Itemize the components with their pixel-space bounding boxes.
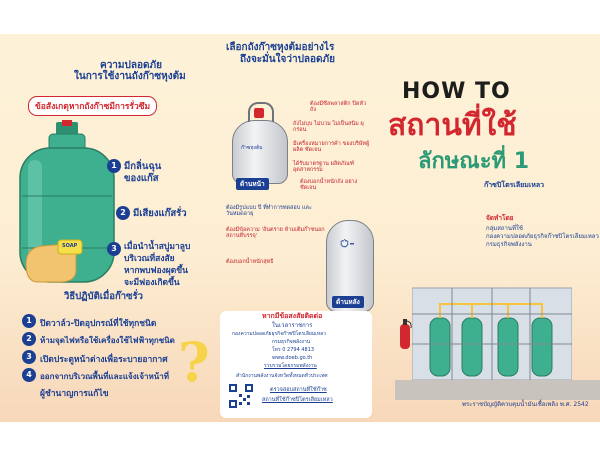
back-tag: ด้านหลัง <box>332 296 364 308</box>
main-title: สถานที่ใช้ <box>388 108 517 143</box>
note-3: มีเครื่องหมายการค้า ของบริษัทผู้ผลิต ชัด… <box>293 141 370 153</box>
contact-line-2: กรมธุรกิจพลังงาน <box>272 339 311 345</box>
note-5: ต้องบอกน้ำหนักถัง อย่างชัดเจน <box>300 179 358 191</box>
contact-heading: หากมีข้อสงสัยติดต่อ <box>262 312 323 320</box>
leak-item-2-number: 2 <box>116 206 130 220</box>
middle-title-line1: เลือกถังก๊าซหุงต้มอย่างไร <box>226 42 335 53</box>
step-3-text: เปิดประตูหน้าต่างเพื่อระบายอากาศ <box>40 355 168 365</box>
front-tank-illustration <box>232 120 288 184</box>
infographic-poster: ความปลอดภัย ในการใช้งานถังก๊าซหุงต้ม ข้อ… <box>0 34 600 422</box>
back-tank-mark: ꩽ <box>340 235 356 251</box>
steps-title: วิธีปฏิบัติเมื่อก๊าซรั่ว <box>64 291 143 302</box>
note-2: ถังไม่บุบ ไม่บวม ไม่เป็นสนิม ผุกร่อน <box>293 121 364 133</box>
gas-storage-cage-illustration <box>412 287 572 381</box>
step-1-text: ปิดวาล์ว-ปิดอุปกรณ์ที่ใช้ทุกชนิด <box>40 319 157 329</box>
left-title-line1: ความปลอดภัย <box>100 60 162 71</box>
note-back-2: ต้องมีข้อความ 'อันตราย ห้ามเติมก๊าซนอกสถ… <box>226 227 325 239</box>
by-line-3: กรมธุรกิจพลังงาน <box>486 241 532 248</box>
step-1-number: 1 <box>22 314 36 328</box>
note-back-3: ต้องบอกน้ำหนักสุทธิ <box>226 259 274 265</box>
soap-label: SOAP <box>62 243 78 249</box>
leak-item-1-line1: มีกลิ่นฉุน <box>124 161 162 172</box>
tank-seal <box>254 108 264 118</box>
contact-hours: ในเวลาราชการ <box>272 322 313 329</box>
leak-item-3-line1: เมื่อนำน้ำสบู่มาลูบ <box>124 242 191 252</box>
question-mark-decoration: ? <box>178 330 210 394</box>
front-tank-brand: ก๊าซหุงต้ม <box>241 145 263 151</box>
contact-line-4: www.doeb.go.th <box>272 355 313 361</box>
leak-item-3-line2: บริเวณที่สงสัย <box>124 254 175 264</box>
leak-item-2-line1: มีเสียงแก๊สรั่ว <box>133 208 187 219</box>
hand-soap-icon <box>25 239 83 283</box>
contact-line-3: โทร 0 2794 4813 <box>272 347 315 353</box>
howto-heading: HOW TO <box>402 79 511 104</box>
caption: ก๊าซปิโตรเลียมเหลว <box>484 181 545 189</box>
step-4-number: 4 <box>22 368 36 382</box>
by-line-1: กลุ่มสถานที่ใช้ <box>486 225 523 232</box>
tank-valve <box>248 102 274 122</box>
law-reference: พระราชบัญญัติควบคุมน้ำมันเชื้อเพลิง พ.ศ.… <box>462 401 589 408</box>
leak-signs-pill: ข้อสังเกตุหากถังก๊าซมีการรั่วซึม <box>28 96 158 116</box>
leak-item-1-line2: ของแก๊ส <box>124 173 159 184</box>
ground-strip <box>395 380 600 400</box>
qr-code-icon[interactable] <box>228 383 254 409</box>
contact-link[interactable]: รวบรวมโดยกรมพลังงาน <box>264 363 317 369</box>
search-line-2: สถานที่ใช้ก๊าซปิโตรเลียมเหลว <box>262 397 333 403</box>
step-3-number: 3 <box>22 350 36 364</box>
step-2-number: 2 <box>22 332 36 346</box>
fire-extinguisher-icon <box>400 319 412 349</box>
search-line-1: ตรวจสอบสถานที่ใช้ก๊าซ <box>270 387 327 393</box>
note-back-1: ต้องมีรูปแบบ ปี ที่ทำการทดสอบ และวันหมดอ… <box>226 205 312 217</box>
leak-item-3-line3: หากพบฟองผุดขึ้น <box>124 266 188 276</box>
left-title-line2: ในการใช้งานถังก๊าซหุงต้ม <box>74 71 186 82</box>
contact-line-1: กองความปลอดภัยธุรกิจก๊าซปิโตรเลียมเหลว <box>232 331 327 337</box>
step-2-text: ห้ามจุดไฟหรือใช้เครื่องใช้ไฟฟ้าทุกชนิด <box>40 336 175 345</box>
note-1: ต้องมีซีลพลาสติก ปิดหัวถัง <box>310 101 367 113</box>
contact-office: สำนักงานพลังงานจังหวัดทั้งหมดทั่วประเทศ <box>236 373 328 379</box>
leak-item-3-line4: จะมีฟองเกิดขึ้น <box>124 278 180 288</box>
step-4-continued: ผู้ชำนาญการแก้ไข <box>40 389 109 399</box>
middle-title-line2: ถึงจะมั่นใจว่าปลอดภัย <box>240 54 335 65</box>
leak-item-1-number: 1 <box>107 159 121 173</box>
leak-item-3-number: 3 <box>107 242 121 256</box>
by-line-2: กองความปลอดภัยธุรกิจก๊าซปิโตรเลียมเหลว <box>486 233 599 240</box>
step-4-text: ออกจากบริเวณพื้นที่และแจ้งเจ้าหน้าที่ <box>40 372 170 381</box>
front-tag: ด้านหน้า <box>236 178 269 190</box>
subtitle: ลักษณะที่ 1 <box>418 149 529 174</box>
by-label: จัดทำโดย <box>486 214 514 222</box>
note-4: ได้รับมาตรฐาน ผลิตภัณฑ์อุตสาหกรรม <box>293 161 355 173</box>
